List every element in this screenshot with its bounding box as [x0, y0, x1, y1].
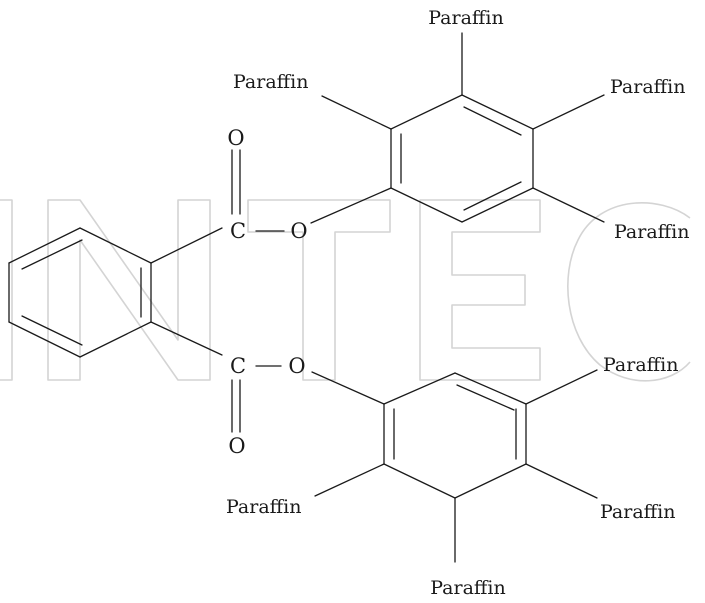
- carbonyl-carbon-atom: C: [230, 354, 246, 378]
- molecule: O C O C O O: [8, 7, 689, 599]
- paraffin-label: Paraffin: [233, 71, 308, 93]
- carbonyl-oxygen-atom: O: [227, 126, 244, 150]
- watermark-letter-c: [567, 202, 691, 382]
- upper-ring-inner-bond: [463, 106, 522, 136]
- paraffin-label: Paraffin: [610, 76, 685, 98]
- central-ring-bond: [8, 321, 81, 358]
- lower-ring-bond: [383, 463, 456, 499]
- upper-ring-bond: [390, 94, 463, 130]
- paraffin-label: Paraffin: [614, 221, 689, 243]
- central-benzene-ring: [8, 227, 152, 358]
- oxygen-aryl-bond: [310, 187, 392, 224]
- lower-ring-bond: [454, 372, 527, 405]
- paraffin-bond: [525, 463, 598, 499]
- upper-ring-bond: [461, 94, 534, 130]
- watermark-letter-i: [0, 199, 13, 381]
- paraffin-bond: [314, 463, 385, 497]
- oxygen-aryl-bond: [311, 371, 385, 405]
- paraffin-bond: [525, 369, 598, 405]
- paraffin-label: Paraffin: [430, 577, 505, 599]
- upper-ring-bond: [390, 187, 463, 223]
- paraffin-bonds: [314, 32, 605, 563]
- paraffin-bond: [532, 94, 605, 130]
- carbonyl-carbon-atom: C: [230, 219, 246, 243]
- central-ring-bond: [79, 321, 152, 358]
- lower-ring-inner-bond: [456, 384, 515, 411]
- paraffin-labels: Paraffin Paraffin Paraffin Paraffin Para…: [226, 7, 689, 599]
- ester-oxygen-atom: O: [290, 219, 307, 243]
- central-ring-inner-bond: [21, 315, 83, 346]
- lower-aryl-ring: [383, 372, 527, 499]
- paraffin-bond: [321, 95, 392, 130]
- lower-ester-group: C O O: [150, 321, 385, 458]
- upper-ring-inner-bond: [463, 181, 522, 211]
- carbonyl-oxygen-atom: O: [228, 434, 245, 458]
- paraffin-label: Paraffin: [428, 7, 503, 29]
- lower-ring-bond: [454, 463, 527, 499]
- paraffin-label: Paraffin: [600, 501, 675, 523]
- upper-ester-group: O C O: [150, 126, 392, 264]
- paraffin-label: Paraffin: [226, 496, 301, 518]
- upper-ring-bond: [461, 187, 534, 223]
- central-ring-inner-bond: [21, 239, 83, 270]
- paraffin-label: Paraffin: [603, 354, 678, 376]
- watermark-letter-e: [419, 199, 541, 381]
- paraffin-bond: [532, 187, 605, 223]
- upper-aryl-ring: [390, 94, 534, 223]
- watermark-letter-t: [247, 199, 391, 381]
- ester-oxygen-atom: O: [288, 354, 305, 378]
- lower-ring-bond: [383, 372, 456, 405]
- central-ring-bond: [8, 227, 81, 264]
- central-ring-bond: [79, 227, 152, 264]
- ring-to-carbonyl-bond: [150, 321, 223, 356]
- ring-to-carbonyl-bond: [150, 227, 223, 264]
- watermark-letter-n: [47, 199, 211, 381]
- background-watermark: [0, 199, 691, 382]
